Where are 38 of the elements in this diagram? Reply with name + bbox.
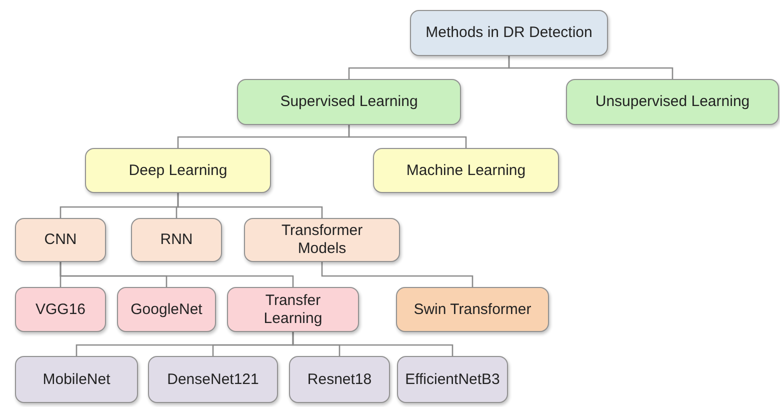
connector-line xyxy=(292,332,454,356)
node-label: VGG16 xyxy=(35,300,86,318)
node-label: Transfer Learning xyxy=(262,292,324,328)
tree-node-box xyxy=(148,356,278,403)
tree-node-box xyxy=(410,10,608,56)
connector-line xyxy=(508,56,674,79)
connector-line xyxy=(60,262,294,287)
tree-node-box xyxy=(131,218,222,262)
node-label: Unsupervised Learning xyxy=(595,93,750,111)
tree-node-box xyxy=(15,356,138,403)
tree-node-box xyxy=(85,148,271,193)
connector-line xyxy=(321,262,474,287)
tree-node-box xyxy=(566,79,779,125)
node-label: Transformer Models xyxy=(280,222,364,258)
node-label: Supervised Learning xyxy=(280,93,418,111)
tree-node-box xyxy=(15,218,106,262)
connector-line xyxy=(177,193,323,218)
node-label: MobileNet xyxy=(42,370,110,388)
connector-line xyxy=(348,125,467,148)
tree-node-box xyxy=(15,287,106,332)
tree-node-box xyxy=(117,287,216,332)
node-label: Machine Learning xyxy=(406,162,526,180)
tree-node-box xyxy=(237,79,461,125)
tree-node-box xyxy=(244,218,400,262)
tree-node-box xyxy=(396,287,549,332)
tree-node-box xyxy=(227,287,359,332)
node-label: EfficientNetB3 xyxy=(405,370,500,388)
tree-node-box xyxy=(397,356,508,403)
tree-node-box xyxy=(373,148,559,193)
node-label: Swin Transformer xyxy=(414,300,532,318)
node-label: CNN xyxy=(44,231,77,249)
tree-node-box xyxy=(289,356,390,403)
node-label: RNN xyxy=(160,231,193,249)
node-label: Methods in DR Detection xyxy=(426,24,592,42)
node-label: GoogleNet xyxy=(130,300,202,318)
node-label: Resnet18 xyxy=(307,370,372,388)
node-label: DenseNet121 xyxy=(167,370,259,388)
node-label: Deep Learning xyxy=(128,162,228,180)
